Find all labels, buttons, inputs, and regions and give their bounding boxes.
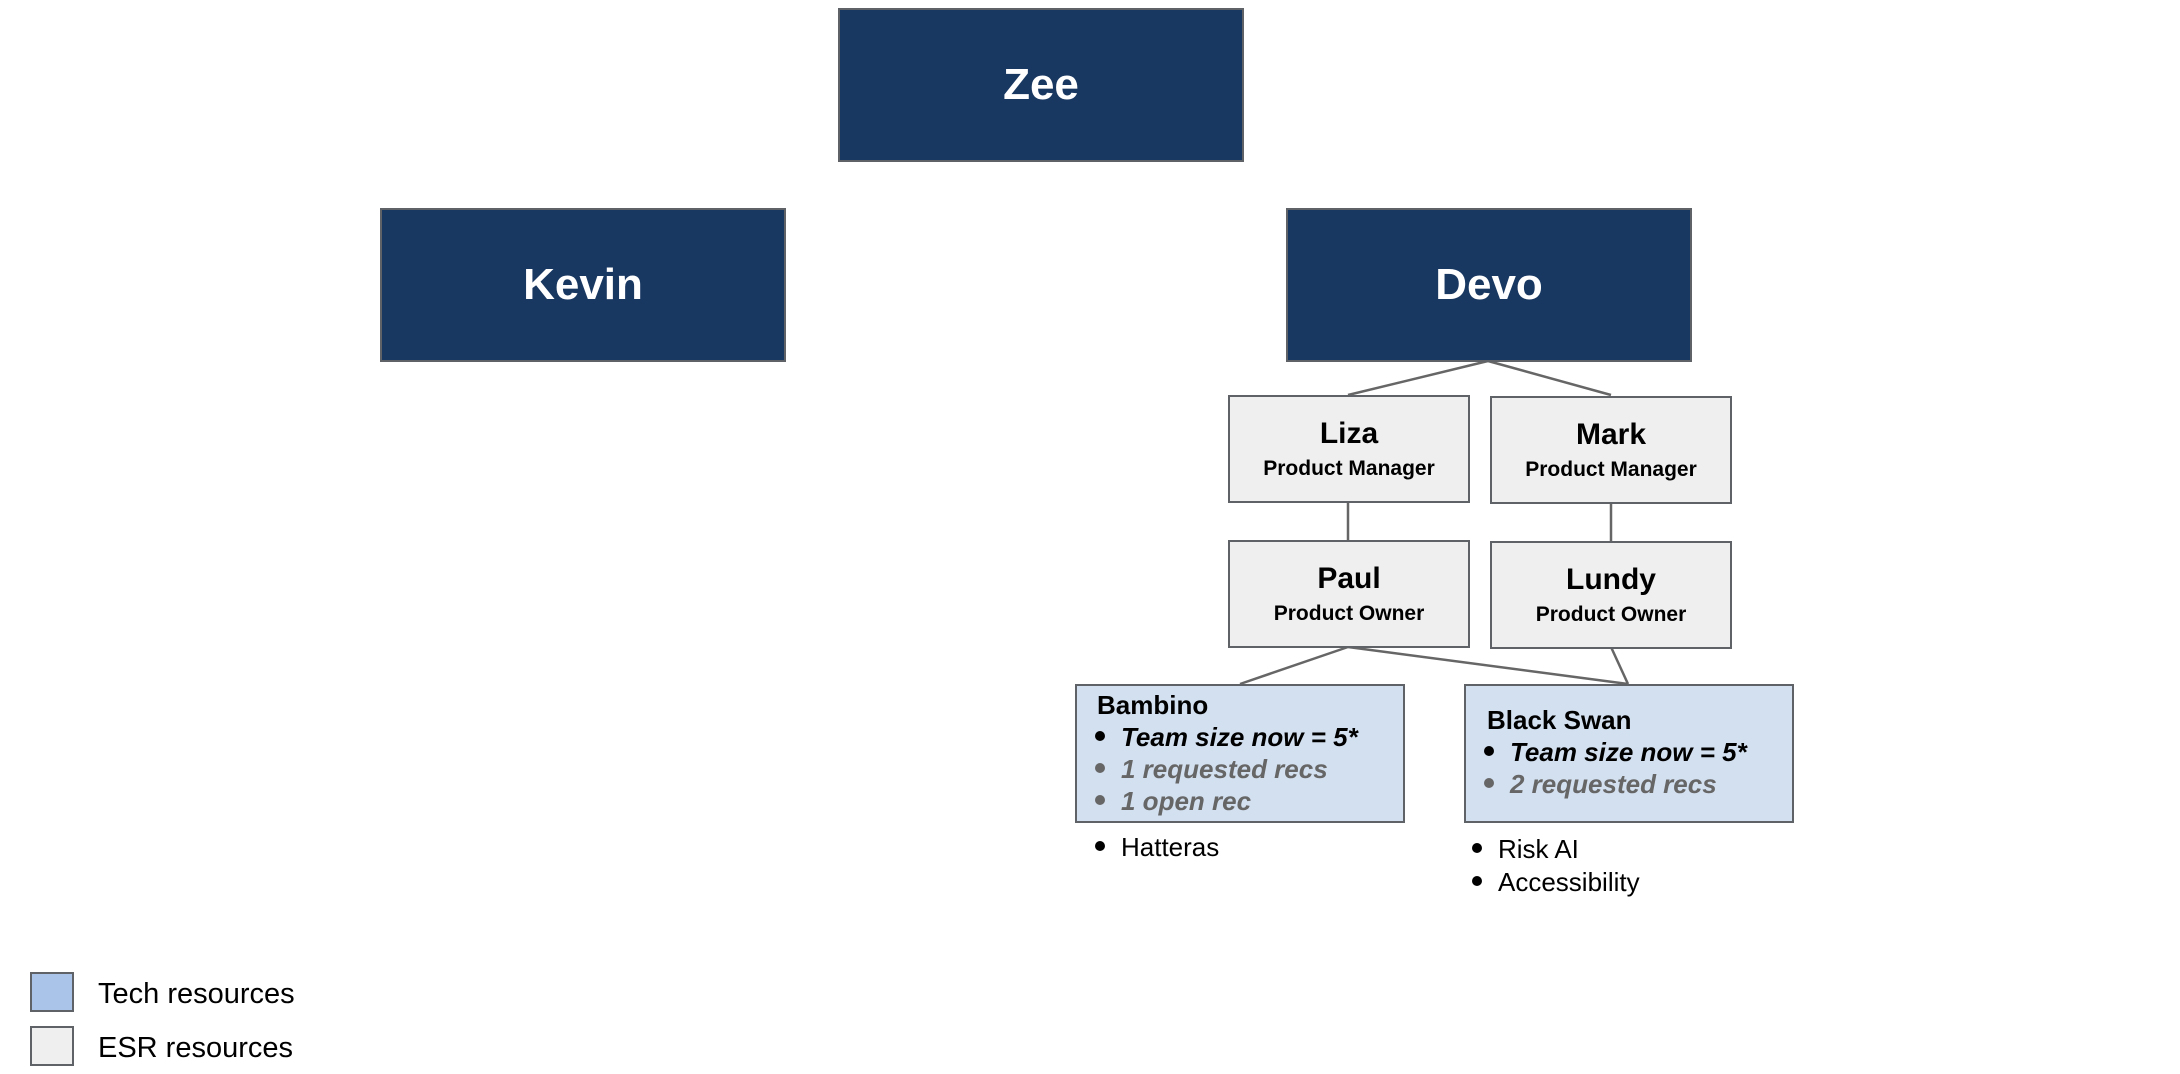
connector-devo-liza xyxy=(1347,359,1489,397)
node-lundy-role: Product Owner xyxy=(1535,603,1687,626)
legend-swatch-esr xyxy=(30,1026,74,1066)
legend-swatch-tech xyxy=(30,972,74,1012)
bullet-dot-icon xyxy=(1095,763,1105,774)
team-black-swan-project: Risk AI xyxy=(1472,834,1579,865)
bullet-dot-icon xyxy=(1095,795,1105,806)
node-kevin[interactable]: Kevin xyxy=(380,208,786,362)
node-liza[interactable]: Liza Product Manager xyxy=(1228,395,1470,503)
node-paul[interactable]: Paul Product Owner xyxy=(1228,540,1470,648)
node-zee-name: Zee xyxy=(1003,60,1079,109)
legend-label-tech: Tech resources xyxy=(98,978,295,1010)
node-liza-name: Liza xyxy=(1319,417,1379,450)
bullet-dot-icon xyxy=(1484,778,1494,789)
connector-devo-mark xyxy=(1487,359,1612,397)
team-bambino-bullet: 1 open rec xyxy=(1095,786,1251,817)
team-bambino-bullet: Team size now = 5* xyxy=(1095,722,1358,753)
bullet-dot-icon xyxy=(1484,746,1494,757)
bullet-dot-icon xyxy=(1095,731,1105,742)
team-black-swan-bullet: 2 requested recs xyxy=(1484,769,1717,800)
team-black-swan-bullet: Team size now = 5* xyxy=(1484,737,1747,768)
connector-paul-blackswan xyxy=(1347,645,1629,686)
node-mark-name: Mark xyxy=(1575,418,1647,451)
node-lundy[interactable]: Lundy Product Owner xyxy=(1490,541,1732,649)
node-mark-role: Product Manager xyxy=(1525,458,1697,481)
node-paul-role: Product Owner xyxy=(1273,602,1425,625)
node-devo[interactable]: Devo xyxy=(1286,208,1692,362)
team-black-swan-project: Accessibility xyxy=(1472,867,1640,898)
team-bambino-name: Bambino xyxy=(1097,690,1209,720)
team-bambino-project: Hatteras xyxy=(1095,832,1219,863)
node-devo-name: Devo xyxy=(1435,260,1543,309)
node-paul-name: Paul xyxy=(1317,562,1381,595)
bullet-dot-icon xyxy=(1472,843,1482,854)
connector-lundy-blackswan xyxy=(1609,646,1630,685)
team-black-swan-name: Black Swan xyxy=(1487,705,1632,735)
team-bambino[interactable] xyxy=(1075,684,1405,823)
team-bambino-bullet: 1 requested recs xyxy=(1095,754,1328,785)
node-mark[interactable]: Mark Product Manager xyxy=(1490,396,1732,504)
team-black-swan[interactable] xyxy=(1464,684,1794,823)
node-lundy-name: Lundy xyxy=(1566,563,1656,596)
connector-paul-bambino xyxy=(1239,645,1349,686)
node-kevin-name: Kevin xyxy=(523,260,643,309)
node-zee[interactable]: Zee xyxy=(838,8,1244,162)
legend-label-esr: ESR resources xyxy=(98,1032,294,1064)
bullet-dot-icon xyxy=(1472,876,1482,887)
node-liza-role: Product Manager xyxy=(1263,457,1435,480)
bullet-dot-icon xyxy=(1095,841,1105,852)
